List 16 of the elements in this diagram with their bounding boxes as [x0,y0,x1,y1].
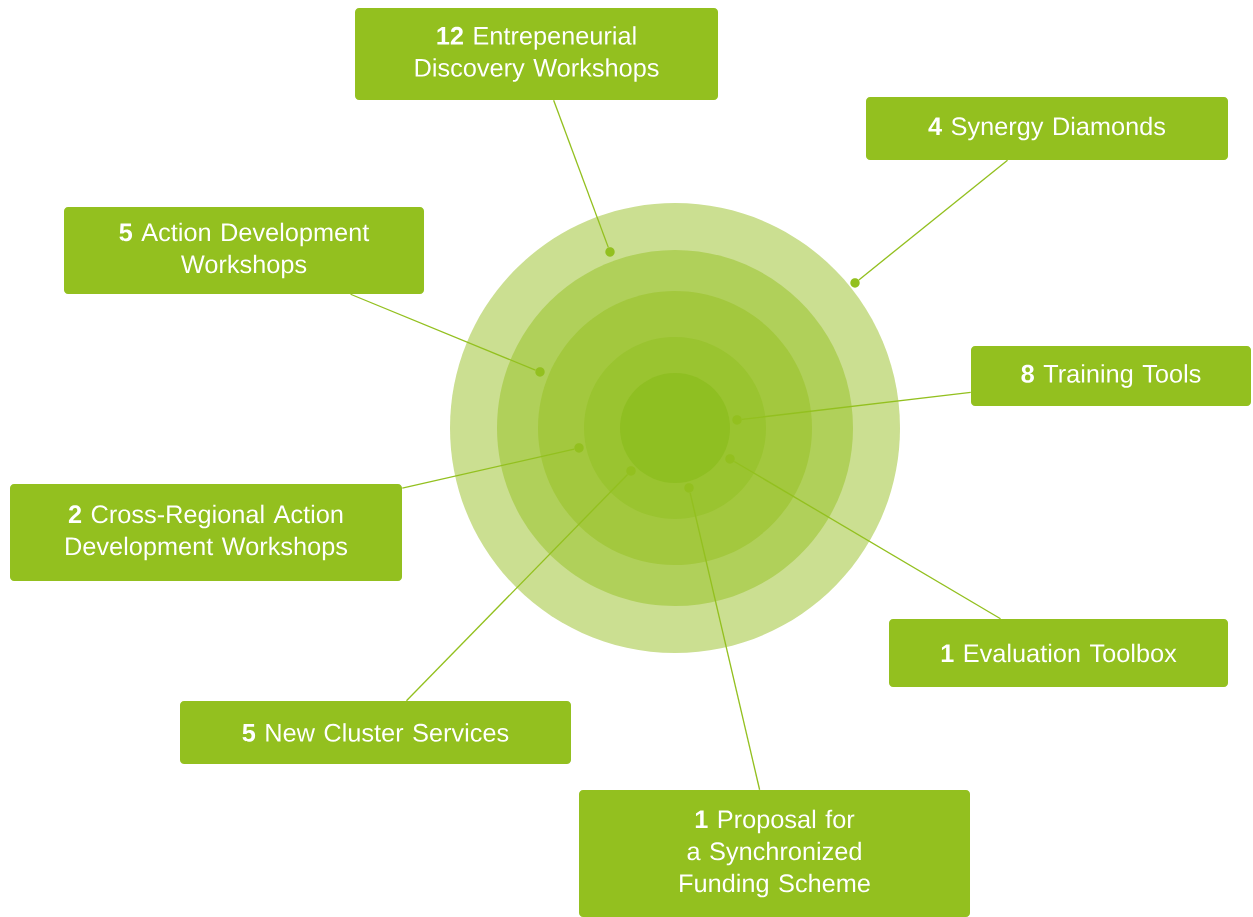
label-box: 4 Synergy Diamonds [866,97,1228,160]
label-box: 5 New Cluster Services [180,701,571,764]
label-box: 5 Action Development Workshops [64,207,424,294]
label-box: 12 Entrepeneurial Discovery Workshops [355,8,718,100]
leader-line [741,391,972,421]
leader-line [405,473,629,702]
label-box: 2 Cross-Regional Action Development Workshops [10,484,402,581]
leader-line [733,460,1002,620]
leader-line [689,492,761,791]
label-box: 1 Proposal for a Synchronized Funding Scheme [579,790,970,917]
leader-line [349,293,537,371]
label-box: 1 Evaluation Toolbox [889,619,1228,687]
leader-line [858,159,1009,281]
leader-line [401,448,575,489]
leader-line [553,99,609,249]
label-box: 8 Training Tools [971,346,1251,406]
